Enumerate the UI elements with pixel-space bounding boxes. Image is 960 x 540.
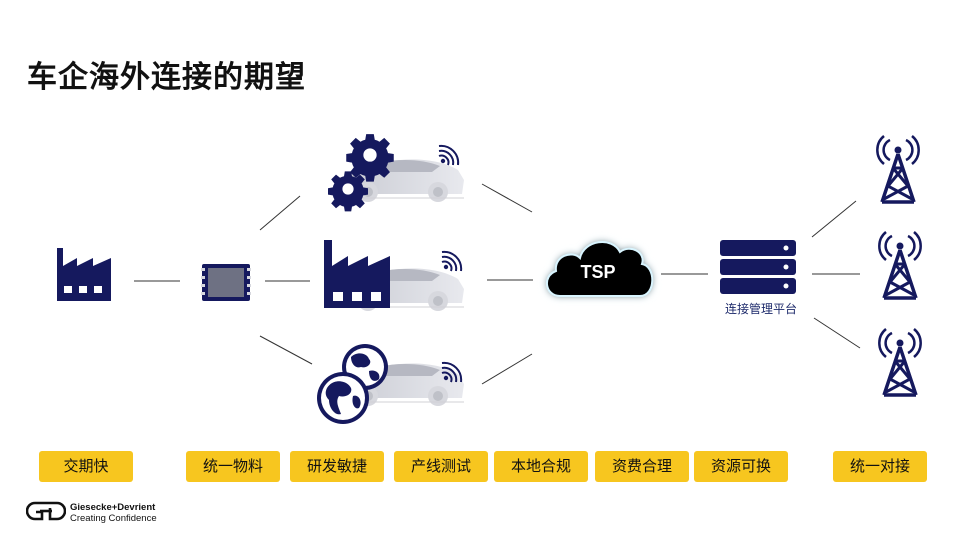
tower-icon bbox=[877, 327, 923, 397]
globe-car-icon bbox=[317, 344, 465, 424]
tower-icon bbox=[875, 134, 921, 204]
chip-icon bbox=[201, 264, 251, 301]
tag-line-testing: 产线测试 bbox=[394, 451, 488, 482]
cloud-icon bbox=[546, 240, 654, 297]
factory-car-icon bbox=[324, 240, 465, 312]
server-icon bbox=[720, 240, 796, 294]
tag-reasonable-tariff: 资费合理 bbox=[595, 451, 689, 482]
tag-swappable-resources: 资源可换 bbox=[694, 451, 788, 482]
company-slogan: Creating Confidence bbox=[70, 513, 157, 524]
company-logo-text: Giesecke+Devrient Creating Confidence bbox=[70, 502, 157, 524]
tag-unified-integration: 统一对接 bbox=[833, 451, 927, 482]
connector-lines bbox=[134, 183, 861, 385]
tag-agile-rd: 研发敏捷 bbox=[290, 451, 384, 482]
gear-car-icon bbox=[328, 134, 465, 212]
company-name: Giesecke+Devrient bbox=[70, 502, 156, 513]
tsp-label: TSP bbox=[580, 262, 616, 282]
tag-fast-delivery: 交期快 bbox=[39, 451, 133, 482]
platform-label: 连接管理平台 bbox=[724, 302, 797, 316]
tower-icon bbox=[877, 230, 923, 300]
factory-icon bbox=[57, 248, 111, 301]
tag-unified-materials: 统一物料 bbox=[186, 451, 280, 482]
gd-logo-icon bbox=[26, 501, 66, 521]
page-title: 车企海外连接的期望 bbox=[27, 60, 306, 95]
tag-local-compliance: 本地合规 bbox=[494, 451, 588, 482]
